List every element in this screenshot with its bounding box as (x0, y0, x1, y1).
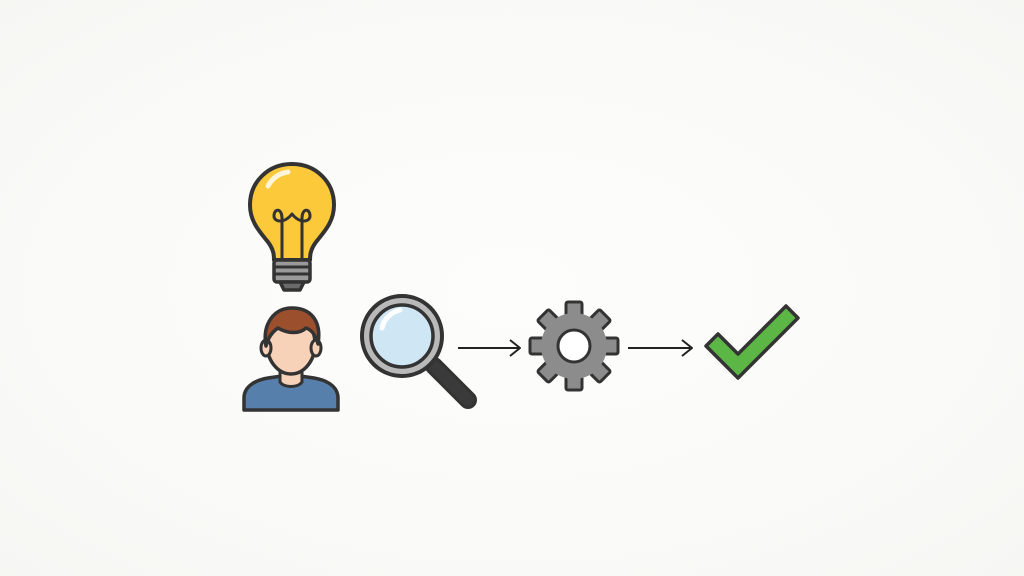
arrow-right-icon (626, 336, 698, 360)
magnifying-glass-icon (356, 292, 484, 414)
gear-icon (528, 300, 620, 392)
person-icon (240, 304, 342, 414)
checkmark-icon (702, 302, 802, 382)
arrow-right-icon (456, 336, 526, 360)
lightbulb-icon (244, 160, 340, 296)
